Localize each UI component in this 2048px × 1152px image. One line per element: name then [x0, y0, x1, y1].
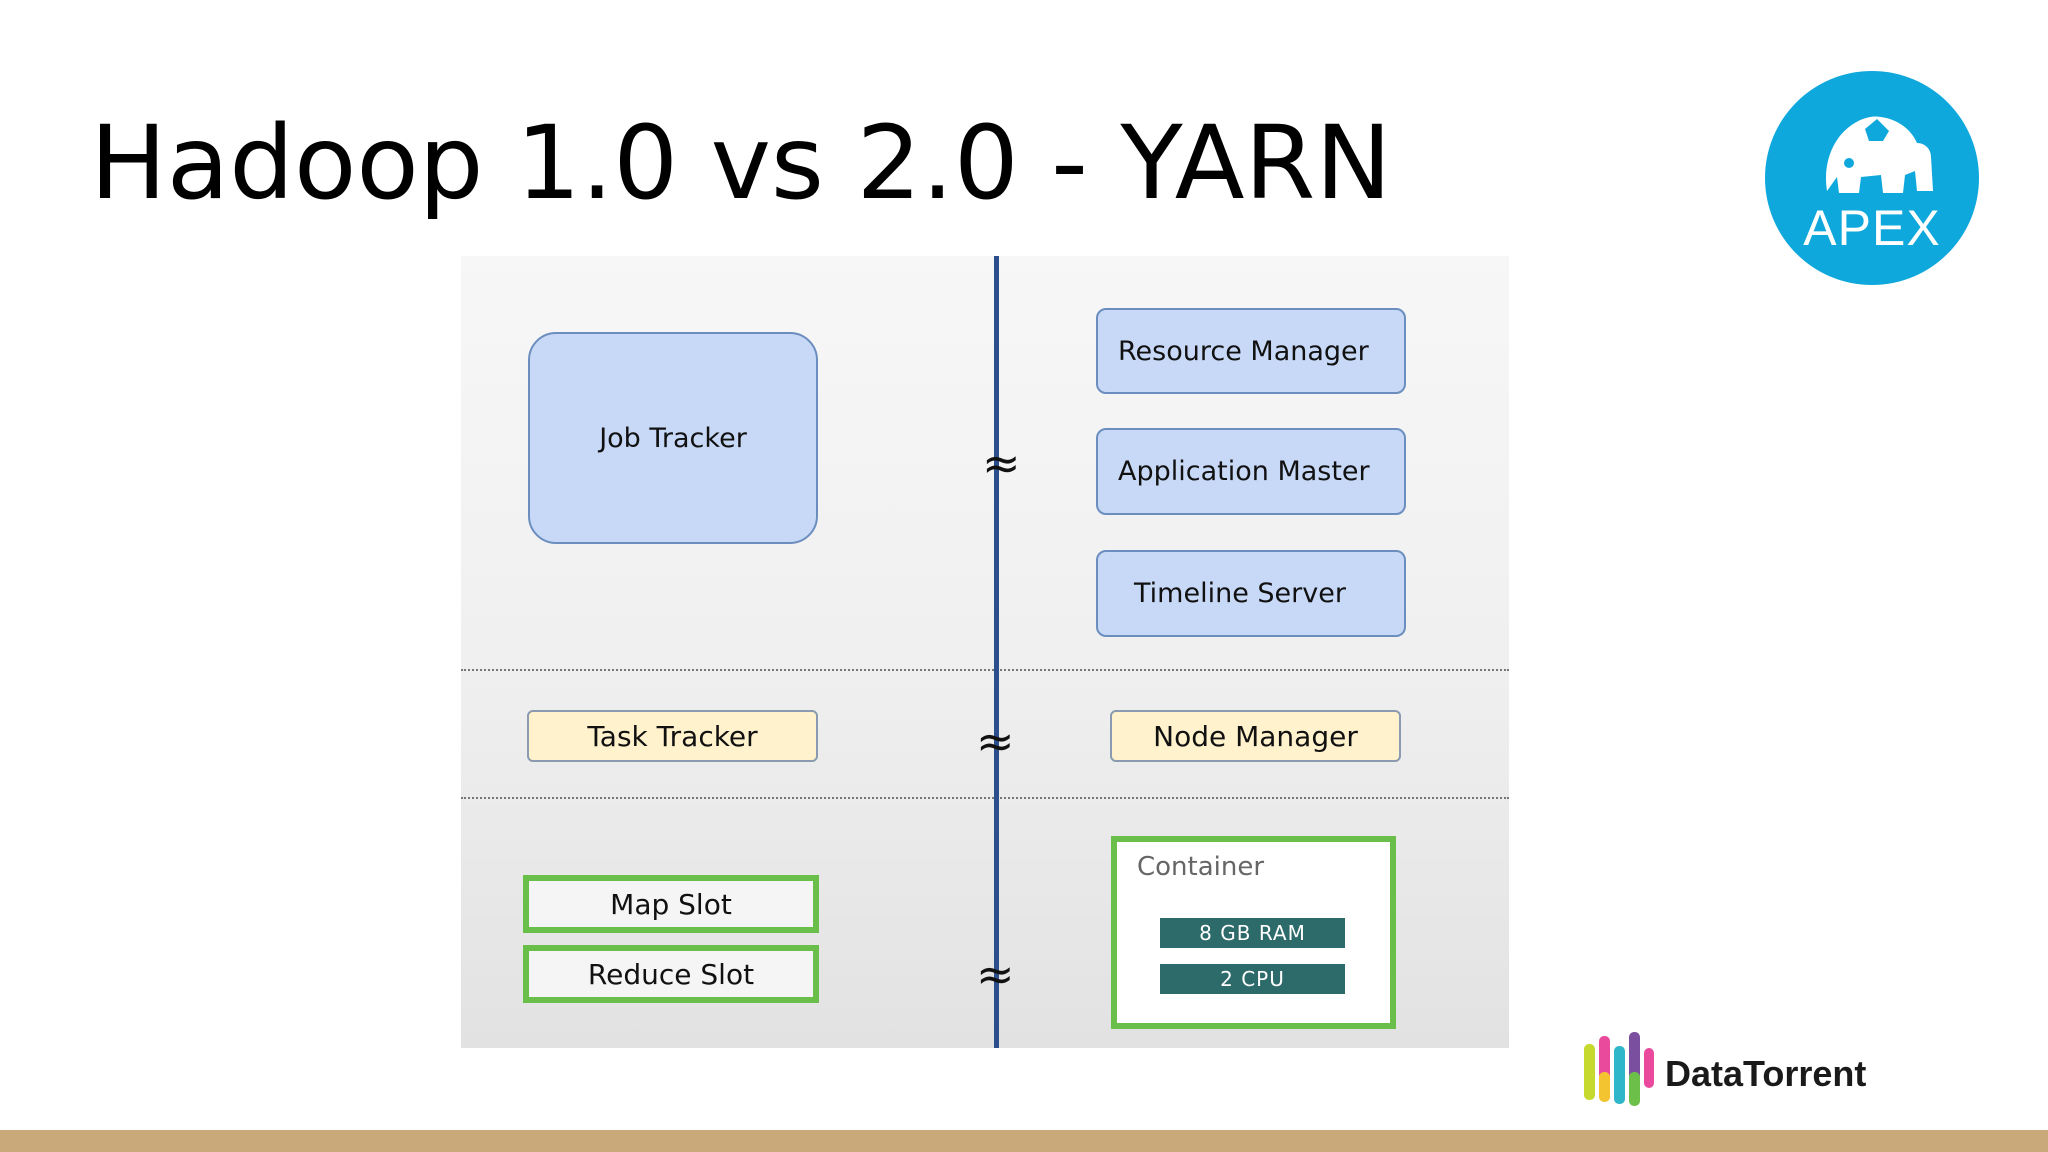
map-slot-box: Map Slot: [523, 875, 819, 933]
approx-symbol: ≈: [982, 436, 1021, 490]
slide-title: Hadoop 1.0 vs 2.0 - YARN: [90, 104, 1392, 223]
row-divider: [461, 797, 1509, 799]
approx-symbol: ≈: [976, 714, 1015, 768]
gorilla-icon: [1825, 116, 1933, 193]
container-label: Container: [1137, 852, 1265, 882]
resource-manager-box: Resource Manager: [1096, 308, 1406, 394]
version-divider: [994, 256, 999, 1048]
logo-text: APEX: [1803, 200, 1941, 256]
row-divider: [461, 669, 1509, 671]
datatorrent-logo-icon: [1584, 1032, 1654, 1106]
job-tracker-box: Job Tracker: [528, 332, 818, 544]
application-master-box: Application Master: [1096, 428, 1406, 515]
apex-logo: APEX: [1765, 71, 1979, 285]
brand-name: DataTorrent: [1665, 1053, 1867, 1094]
container-box: Container 8 GB RAM 2 CPU: [1111, 836, 1396, 1029]
ram-badge: 8 GB RAM: [1160, 918, 1345, 948]
reduce-slot-box: Reduce Slot: [523, 945, 819, 1003]
node-manager-box: Node Manager: [1110, 710, 1401, 762]
footer-bar: [0, 1130, 2048, 1152]
architecture-diagram: Job Tracker Resource Manager Application…: [461, 256, 1509, 1048]
approx-symbol: ≈: [976, 947, 1015, 1001]
cpu-badge: 2 CPU: [1160, 964, 1345, 994]
task-tracker-box: Task Tracker: [527, 710, 818, 762]
timeline-server-box: Timeline Server: [1096, 550, 1406, 637]
